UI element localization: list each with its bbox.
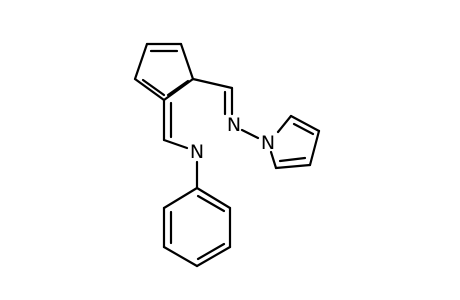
- ring-bond-lower-left-inner: [141, 78, 166, 97]
- ring-bond-lower-right: [162, 77, 195, 102]
- pyrrole-bond-n-lower: [269, 150, 278, 170]
- ring-bond-lower-left: [133, 77, 166, 102]
- ring-bond-right: [179, 42, 195, 81]
- ch-to-nh-bond: [162, 138, 189, 150]
- ring-bond-lower-right-inner: [166, 79, 190, 97]
- phenyl-ring: [162, 160, 232, 268]
- phenyl-bond-3: [195, 245, 232, 268]
- phenyl-bond-4: [162, 245, 199, 268]
- pyrrole-bond-bottom-inner: [278, 156, 307, 163]
- pyrrole-bond-n-upper: [276, 114, 293, 134]
- phenyl-bond-1: [195, 186, 232, 210]
- pyrrole-nitrogen-label: N: [261, 132, 275, 154]
- phenyl-bond-1-inner: [196, 194, 226, 213]
- phenyl-bond-3-inner: [196, 242, 226, 261]
- pyrrole-bond-right: [308, 129, 321, 167]
- ring-to-imine-carbon-bond: [191, 77, 234, 90]
- n-n-bond: [240, 128, 260, 140]
- pyrrole-ring: [269, 114, 321, 170]
- amine-nitrogen-label: N: [190, 141, 204, 163]
- pyrrole-bond-upper-right: [289, 114, 321, 133]
- imine-nitrogen-label: N: [227, 114, 241, 136]
- ring-bond-left: [133, 42, 149, 81]
- phenyl-bond-6: [162, 186, 199, 210]
- pyrrole-bond-bottom: [274, 163, 312, 170]
- enamine-linker: [162, 98, 189, 150]
- imine-linker: [191, 77, 260, 140]
- cyclopentadiene-ring: [133, 42, 195, 102]
- pyrrole-bond-upper-right-inner: [292, 122, 315, 136]
